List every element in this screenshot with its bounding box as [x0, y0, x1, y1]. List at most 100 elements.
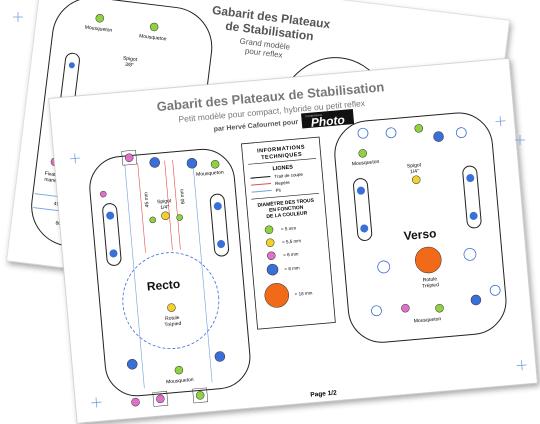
line-legend-label: Pli [275, 188, 280, 193]
verso-ring [371, 305, 382, 317]
back-hole-blue [68, 62, 75, 69]
verso-hole-green [435, 303, 444, 313]
recto-dim-60: 60 mm [179, 189, 186, 205]
recto-hole-blue [213, 202, 222, 211]
recto-hole-pink [124, 153, 134, 162]
recto-slot-right [209, 193, 230, 257]
verso-label: Verso [403, 226, 437, 243]
recto-hole-green [195, 391, 205, 400]
verso-hole-blue [360, 224, 369, 233]
verso-hole-blue [433, 131, 444, 142]
recto-hole-green [149, 216, 156, 224]
back-mousqueton-mid: Mousqueton [139, 33, 167, 42]
line-legend-mark [251, 182, 272, 186]
back-spigot: Spigot [123, 55, 138, 63]
recto-rotule: Rotule [165, 315, 180, 322]
line-legend-cut [250, 175, 271, 179]
recto-hole-blue [109, 249, 118, 258]
cross-mark [91, 397, 102, 408]
verso-slot-right [462, 165, 482, 229]
recto-hole-green [174, 365, 184, 375]
info-title-2: TECHNIQUES [261, 152, 302, 162]
verso-hole-orange [415, 246, 442, 274]
verso-hole-blue [466, 174, 475, 183]
info-title-1: INFORMATIONS [257, 144, 305, 154]
cross-mark [516, 360, 527, 371]
recto-tab [121, 149, 138, 166]
legend-hole-label: = 5 mm [281, 225, 297, 231]
recto-tab [152, 391, 169, 407]
recto-rotation-circle [122, 252, 220, 350]
info-holes-title-3: DE LA COULEUR [266, 210, 308, 220]
verso-rotule: Rotule [423, 276, 438, 283]
recto-hole-yellow [167, 303, 176, 312]
verso-ring [357, 127, 369, 139]
recto-plate: 45 mm 60 mm Mousqueton Spigot 1/4" [89, 148, 251, 407]
verso-hole-green [358, 149, 367, 158]
recto-hole-yellow [161, 211, 170, 221]
cross-mark [515, 135, 525, 145]
verso-spigot-size: 1/4" [410, 168, 419, 175]
verso-ring [489, 284, 501, 296]
logo-box [301, 109, 355, 129]
page-number: Page 1/2 [310, 389, 337, 398]
back-spigot-size: 3/8" [125, 62, 135, 69]
recto-hole-blue [126, 358, 138, 370]
back-hole-green [95, 14, 105, 23]
recto-trepied: Trépied [164, 321, 181, 328]
recto-hole-blue [186, 158, 198, 169]
logo-photo: Photo [310, 113, 345, 130]
legend-hole-label: = 8 mm [284, 265, 300, 271]
recto-label: Recto [146, 277, 180, 294]
recto-slot-left [102, 203, 122, 266]
logo-small: Compétence [305, 113, 323, 118]
verso-outline [334, 112, 507, 343]
verso-mousqueton-bottom: Mousqueton [414, 316, 442, 324]
verso-mousqueton-top: Mousqueton [352, 159, 380, 167]
info-holes-title-2: EN FONCTION [269, 205, 304, 214]
line-legend-label: Repère [275, 180, 291, 186]
registration-marks [70, 116, 527, 408]
recto-dim-45: 45 mm [143, 192, 150, 208]
info-lignes-title: LIGNES [272, 164, 293, 172]
verso-hole-blue [469, 211, 478, 220]
legend-hole-yellow [265, 238, 275, 247]
recto-spigot: Spigot [157, 198, 172, 205]
recto-mark-line [137, 162, 146, 253]
line-legend-fold [251, 189, 272, 193]
verso-spigot: Spigot [407, 162, 422, 169]
recto-hole-blue [214, 351, 226, 362]
legend-hole-label: = 5,5 mm [282, 238, 301, 245]
legend-hole-orange [264, 283, 290, 308]
verso-hole-pink [401, 303, 410, 313]
legend-hole-pink [267, 251, 276, 260]
recto-mark-line [164, 160, 173, 251]
info-divider [251, 192, 320, 200]
recto-mousqueton-top: Mousqueton [196, 170, 224, 178]
cross-mark [495, 116, 506, 127]
recto-mark-line [172, 159, 181, 250]
back-fixation-2: manete [44, 177, 62, 185]
recto-hole-pink [100, 190, 107, 198]
cross-mark [13, 12, 23, 22]
recto-fold-line [124, 164, 145, 389]
recto-hole-pink [156, 394, 165, 404]
verso-hole-yellow [411, 175, 421, 185]
back-fixation: Fixation [44, 171, 62, 179]
recto-hole-pink [131, 397, 140, 407]
line-legend-label: Trait de coupe [274, 172, 303, 180]
info-panel: INFORMATIONS TECHNIQUES LIGNES Trait de … [241, 136, 336, 330]
front-sheet: Gabarit des Plateaux de Stabilisation Pe… [48, 57, 538, 424]
legend-hole-label: = 18 mm [295, 290, 313, 297]
recto-tab [192, 387, 209, 404]
recto-hole-blue [217, 240, 226, 249]
verso-slot-left [353, 178, 373, 241]
recto-hole-blue [106, 211, 115, 220]
legend-hole-label: = 6 mm [283, 251, 299, 257]
recto-hole-blue [149, 157, 160, 168]
recto-mousqueton-bottom: Mousqueton [166, 377, 194, 385]
outer-marks [13, 12, 525, 145]
verso-plate: Mousqueton Spigot 1/4" Verso Rotule Trép… [334, 112, 507, 343]
back-mousqueton-left: Mousqueton [84, 25, 112, 34]
